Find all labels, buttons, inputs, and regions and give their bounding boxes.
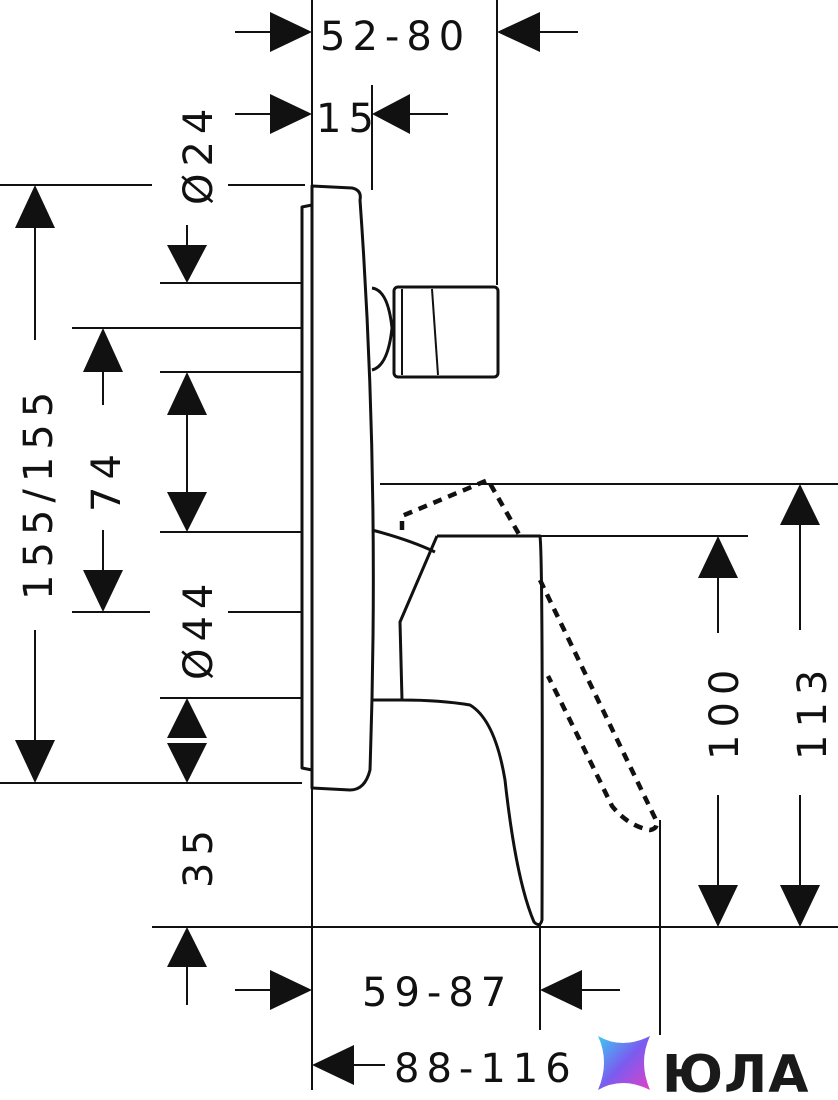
dim-88-116: 88-116 [394,1046,578,1092]
yula-logo: ЮЛА [598,1036,809,1100]
lever-body [398,534,544,927]
dim-100: 100 [702,663,748,760]
cover-plate [310,184,375,792]
dim-dia24: Ø24 [176,102,222,205]
dim-74: 74 [84,447,130,512]
lever-tilted-dashed [399,477,522,538]
wall-edge [300,203,313,772]
dim-dia44: Ø44 [176,577,222,680]
dim-59-87: 59-87 [362,970,513,1016]
mixer-outline [300,184,659,927]
diverter-cap [392,285,500,379]
arrowheads [15,12,820,1085]
yula-logo-icon [598,1036,650,1090]
dimension-lines [34,31,801,1066]
dim-113: 113 [790,663,836,760]
dimension-labels: 52-80 15 Ø24 155/155 74 Ø44 35 100 113 5… [16,14,836,1092]
dim-15: 15 [316,96,381,142]
dim-155-155: 155/155 [16,385,62,600]
lever-base [371,528,436,554]
diverter-knob [371,286,394,372]
dim-52-80: 52-80 [320,14,471,60]
dim-35: 35 [176,823,222,888]
yula-logo-text: ЮЛА [662,1045,809,1100]
